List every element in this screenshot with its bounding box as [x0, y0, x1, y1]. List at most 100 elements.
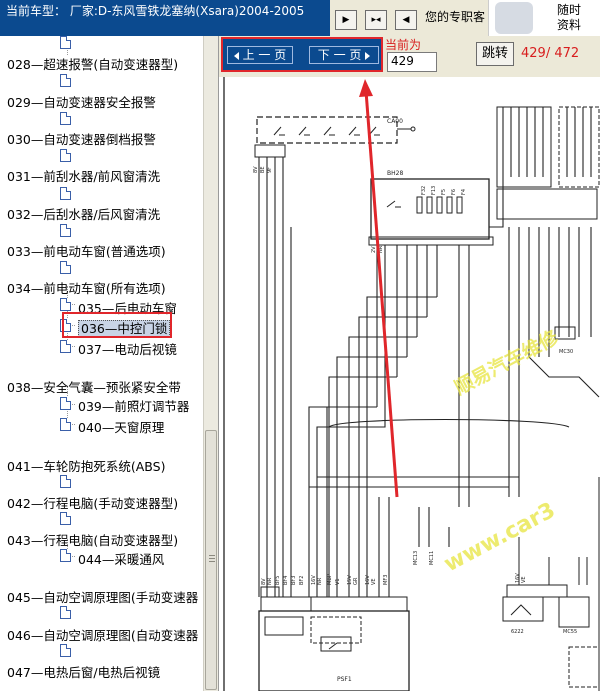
- document-icon: [60, 261, 71, 274]
- document-icon: [60, 224, 71, 237]
- label-ca00: CA00: [387, 118, 403, 125]
- triangle-right-icon: [365, 51, 371, 60]
- pin-psf-ve: VE: [371, 578, 377, 585]
- tree-item-037[interactable]: 037—电动后视镜: [78, 342, 177, 357]
- pin-psf-mf3: MF3: [383, 575, 389, 585]
- tree-item-046[interactable]: 046—自动空调原理图(自动变速器: [7, 628, 199, 643]
- label-6222: 6222: [511, 629, 524, 635]
- promo-line-1: 随时: [557, 3, 582, 17]
- document-icon: [60, 606, 71, 619]
- prev-page-button[interactable]: 上 一 页: [227, 46, 293, 64]
- tree-item-041[interactable]: 041—车轮防抱死系统(ABS): [7, 459, 166, 474]
- label-mc13: MC13: [413, 551, 419, 565]
- document-icon: [60, 475, 71, 488]
- tree-item-036-selected-label: 036—中控门锁: [78, 320, 171, 337]
- document-icon: [60, 397, 71, 410]
- tree-item-040[interactable]: 040—天窗原理: [78, 420, 165, 435]
- pin-psf-15v: 15V: [347, 575, 353, 585]
- tree-line: [67, 325, 75, 326]
- pin-psf-nr: NR: [267, 577, 273, 585]
- pin-9f: 9F: [267, 167, 273, 173]
- expert-text: 您的专职客: [425, 10, 486, 24]
- pin-right-ve: VE: [521, 576, 527, 583]
- tree-item-033[interactable]: 033—前电动车窗(普通选项): [7, 244, 166, 259]
- label-mc30: MC30: [559, 349, 573, 355]
- chapter-tree: 028—超速报警(自动变速器型) 029—自动变速器安全报警 030—自动变速器…: [0, 36, 219, 691]
- pin-psf-16v: 16V: [311, 575, 317, 585]
- page-number-input[interactable]: 429: [387, 52, 437, 72]
- arrows-inward-icon: ▸◂: [371, 15, 381, 25]
- tree-line: [67, 286, 68, 346]
- pin-psf-bf2: BF2: [299, 576, 305, 586]
- watermark-url: www.car3: [440, 498, 559, 577]
- tree-item-042[interactable]: 042—行程电脑(手动变速器型): [7, 496, 179, 511]
- highlight-box: [62, 312, 172, 338]
- document-icon: [60, 187, 71, 200]
- pin-psf-mbp: MBP: [327, 574, 333, 585]
- promo-line-2: 资料: [557, 18, 582, 32]
- pager-toolbar: 上 一 页 下 一 页 当前为 429 跳转 429/ 472: [219, 36, 600, 77]
- scrollbar-thumb[interactable]: [205, 430, 217, 690]
- pin-psf-8v: 8V: [261, 578, 267, 585]
- promo-banner[interactable]: 随时 资料: [488, 0, 600, 36]
- tree-item-038[interactable]: 038—安全气囊—预张紧安全带: [7, 380, 181, 395]
- label-mc11: MC11: [429, 551, 435, 565]
- tree-item-029[interactable]: 029—自动变速器安全报警: [7, 95, 156, 110]
- wiring-diagram-svg: CA00 8V BE 9F BH28 F32 F13 F5 F6 F4 2V N…: [223, 77, 600, 692]
- document-icon: [60, 340, 71, 353]
- mascot-icon: [495, 2, 533, 34]
- tree-item-047[interactable]: 047—电热后窗/电热后视镜: [7, 665, 161, 680]
- pin-psf-bf3: BF3: [291, 576, 297, 586]
- document-icon: [60, 319, 71, 332]
- document-icon: [60, 74, 71, 87]
- pin-8v: 8V: [253, 166, 259, 173]
- pin-right-16v: 16V: [515, 573, 521, 583]
- pin-psf-gr: GR: [353, 577, 359, 585]
- watermark-cn: 顺易汽车维修: [451, 325, 563, 399]
- pin-psf-bf5: BF5: [275, 576, 281, 586]
- jump-button[interactable]: 跳转: [476, 42, 514, 66]
- pin-bh-2v: 2V: [371, 246, 377, 253]
- tree-line: [67, 304, 75, 305]
- pin-psf-v1: V1: [335, 578, 341, 585]
- fuse-f4: F4: [461, 189, 467, 195]
- tree-line: [67, 556, 75, 557]
- tree-item-036[interactable]: 036—中控门锁: [78, 318, 171, 337]
- prev-chapter-button[interactable]: ◀: [395, 10, 417, 30]
- tree-item-028[interactable]: 028—超速报警(自动变速器型): [7, 57, 179, 72]
- tree-item-034[interactable]: 034—前电动车窗(所有选项): [7, 281, 166, 296]
- arrow-right-icon: ▶: [342, 15, 350, 25]
- fuse-f13: F13: [431, 186, 437, 195]
- next-page-button[interactable]: 下 一 页: [309, 46, 379, 64]
- current-car-title: 当前车型： 厂家:D-东风雪铁龙塞纳(Xsara)2004-2005: [0, 0, 330, 36]
- tree-line: [67, 539, 68, 557]
- next-chapter-button[interactable]: ▶: [335, 10, 357, 30]
- document-icon: [60, 512, 71, 525]
- tree-item-032[interactable]: 032—后刮水器/后风窗清洗: [7, 207, 161, 222]
- tree-item-039[interactable]: 039—前照灯调节器: [78, 399, 190, 414]
- tree-item-043[interactable]: 043—行程电脑(自动变速器型): [7, 533, 179, 548]
- expand-collapse-button[interactable]: ▸◂: [365, 10, 387, 30]
- pin-psf-nr2: NR: [317, 577, 323, 585]
- pin-psf-16v2: 16V: [365, 575, 371, 585]
- wiring-diagram: CA00 8V BE 9F BH28 F32 F13 F5 F6 F4 2V N…: [219, 77, 600, 692]
- tree-item-030[interactable]: 030—自动变速器倒档报警: [7, 132, 156, 147]
- tree-scrollbar[interactable]: [203, 36, 218, 691]
- pin-be: BE: [260, 166, 266, 173]
- label-bh28: BH28: [387, 170, 403, 177]
- label-mc55: MC55: [563, 629, 577, 635]
- pin-bh-nr: NR: [378, 245, 384, 253]
- document-icon: [60, 149, 71, 162]
- page-nav-group: 上 一 页 下 一 页: [221, 37, 383, 72]
- document-icon: [60, 549, 71, 562]
- pin-psf-bf4: BF4: [283, 576, 289, 586]
- fuse-f5: F5: [441, 189, 447, 195]
- arrow-left-icon: ◀: [402, 15, 410, 25]
- fuse-f6: F6: [451, 189, 457, 195]
- tree-item-045[interactable]: 045—自动空调原理图(手动变速器: [7, 590, 199, 605]
- triangle-left-icon: [233, 51, 239, 60]
- tree-item-044[interactable]: 044—采暖通风: [78, 552, 165, 567]
- tree-item-031[interactable]: 031—前刮水器/前风窗清洗: [7, 169, 161, 184]
- label-psf1: PSF1: [337, 676, 352, 683]
- tree-line: [67, 404, 75, 405]
